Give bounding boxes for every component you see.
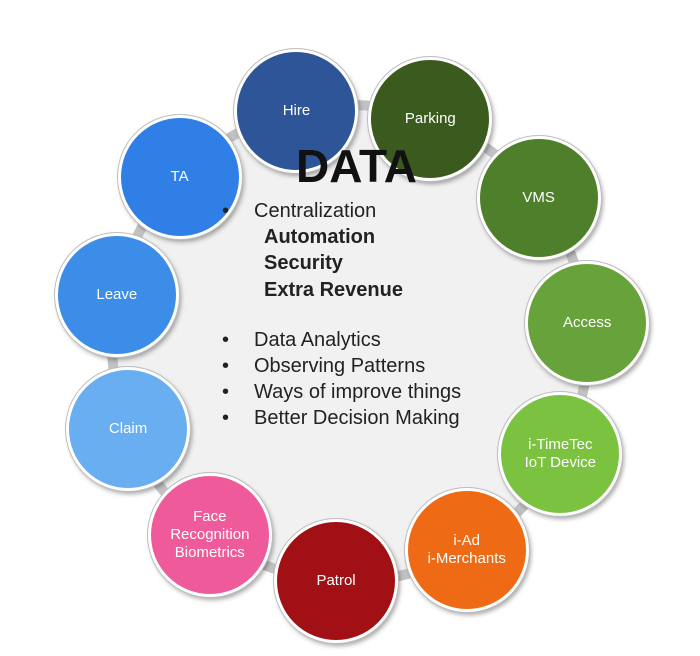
bullet-centralization: • Centralization: [222, 199, 377, 223]
bullet-marker: •: [222, 200, 230, 222]
bullet-marker: •: [222, 407, 230, 429]
node-label: i-TimeTec IoT Device: [524, 436, 597, 472]
bullet-observing-patterns: • Observing Patterns: [222, 354, 426, 378]
center-title: DATA: [296, 140, 417, 192]
bullet-better-decision-making: • Better Decision Making: [222, 406, 460, 430]
node-access: Access: [525, 261, 650, 385]
bullet-marker: •: [222, 355, 230, 377]
node-parking: Parking: [368, 56, 493, 181]
node-label: Leave: [96, 286, 138, 304]
node-label: i-Ad i-Merchants: [427, 532, 506, 568]
node-leave: Leave: [54, 233, 179, 358]
node-label: Hire: [282, 102, 311, 120]
node-label: Access: [562, 314, 612, 331]
node-label: Patrol: [316, 571, 356, 589]
bullet-marker: •: [222, 381, 230, 403]
node-i-timetec-iot-device: i-TimeTec IoT Device: [498, 392, 623, 517]
node-ta: TA: [117, 114, 242, 239]
sub-item-security: Security: [264, 252, 343, 274]
node-label: VMS: [522, 188, 555, 206]
node-label: Parking: [404, 109, 456, 127]
node-face-recognition-biometrics: Face Recognition Biometrics: [147, 473, 272, 598]
node-hire: Hire: [234, 49, 359, 174]
node-vms: VMS: [476, 135, 601, 260]
bullet-text: Centralization: [254, 200, 377, 222]
center-disc: [112, 105, 588, 581]
sub-item-extra-revenue: Extra Revenue: [264, 279, 403, 301]
bullet-marker: •: [222, 329, 230, 351]
node-label: TA: [170, 167, 189, 185]
node-claim: Claim: [66, 366, 191, 491]
bullet-ways-of-improve-things: • Ways of improve things: [222, 380, 462, 404]
bullet-text: Data Analytics: [254, 329, 381, 351]
bullet-text: Better Decision Making: [254, 407, 460, 429]
node-i-ad-i-merchants: i-Ad i-Merchants: [404, 488, 529, 613]
node-label: Claim: [108, 419, 148, 437]
bullet-data-analytics: • Data Analytics: [222, 328, 381, 352]
bullet-text: Observing Patterns: [254, 355, 426, 377]
bullet-text: Ways of improve things: [254, 381, 462, 403]
node-label: Face Recognition Biometrics: [170, 508, 250, 562]
sub-item-automation: Automation: [264, 226, 376, 248]
node-patrol: Patrol: [274, 518, 399, 643]
